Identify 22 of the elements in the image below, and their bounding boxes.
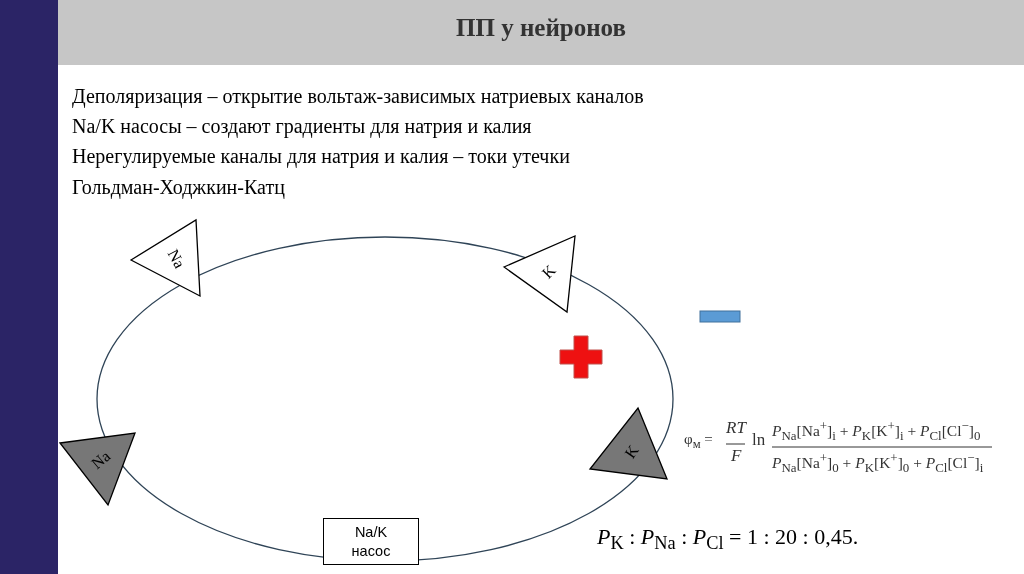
formula-text: F <box>731 446 742 467</box>
formula-text: φ$_{м}$ = <box>684 430 713 452</box>
text-line: Гольдман-Ходжкин-Катц <box>72 175 285 199</box>
text-line: Деполяризация – открытие вольтаж-зависимых натриевых каналов <box>72 84 644 108</box>
channel-triangle <box>504 236 575 312</box>
formula-text: P$_{Na}$[Na$^{+}$]$_{0}$ + P$_{K}$[K$^{+}$]$_{0}$ + P$_{Cl}$[Cl$^{−}$]$_{i}$ <box>772 450 984 476</box>
channel-triangle <box>590 408 667 479</box>
channel-label: Na <box>88 447 114 474</box>
pump-label: Na/K насос <box>350 522 392 561</box>
formula-text: P$_{Na}$[Na$^{+}$]$_{i}$ + P$_{K}$[K$^{+}$]$_{i}$ + P$_{Cl}$[Cl$^{−}$]$_{0}$ <box>772 418 981 444</box>
channel-triangle <box>60 433 135 505</box>
text-line: Na/K насосы – создают градиенты для натрия и калия <box>72 114 532 138</box>
formula-text: ln <box>752 430 766 451</box>
channel-triangle <box>131 220 200 296</box>
formula-text: RT <box>726 418 746 439</box>
slide-title: ПП у нейронов <box>455 14 627 42</box>
text-line: Нерегулируемые каналы для натрия и калия – токи утечки <box>72 144 570 168</box>
channel-label: K <box>620 442 643 462</box>
channel-label: Na <box>163 246 188 272</box>
ratio-text: P$_{K}$ : P$_{Na}$ : P$_{Cl}$ = 1 : 20 : 0,45. <box>597 524 859 556</box>
pump-box <box>323 518 419 565</box>
channel-label: K <box>538 261 560 283</box>
